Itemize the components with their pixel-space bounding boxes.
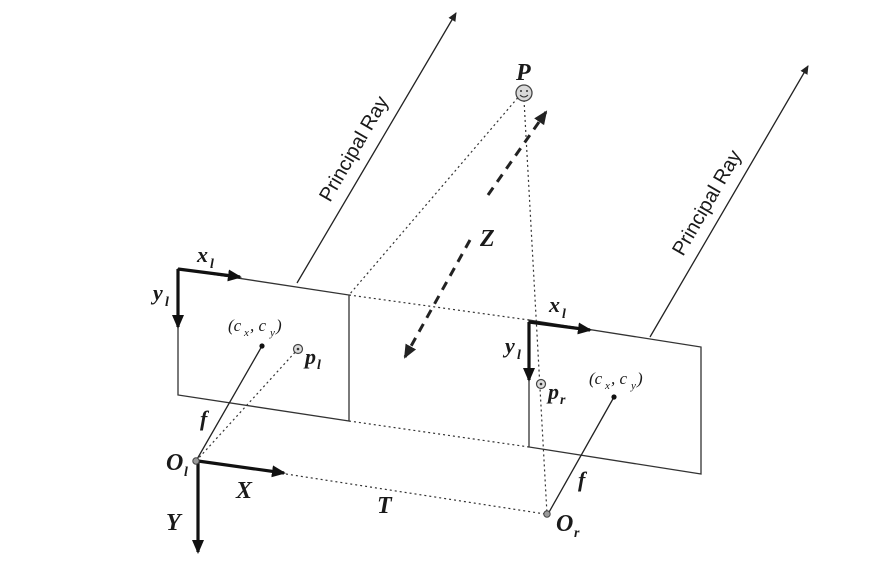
label-pl: p l	[303, 344, 321, 373]
svg-text:): )	[636, 369, 643, 388]
label-left-principal-point: (c x , c y )	[228, 316, 282, 339]
world-x-axis	[197, 459, 286, 478]
label-right-principal-point: (c x , c y )	[589, 369, 643, 392]
svg-text:p: p	[546, 379, 559, 404]
right-image-plane	[528, 319, 702, 475]
svg-text:r: r	[574, 526, 580, 541]
ray-P-left-corner	[348, 93, 522, 296]
baseline-line	[285, 473, 546, 515]
svg-text:p: p	[303, 344, 316, 369]
svg-text:l: l	[165, 295, 169, 310]
svg-text:l: l	[517, 348, 521, 363]
svg-text:x: x	[604, 380, 610, 392]
point-pl-icon	[292, 343, 304, 355]
svg-text:l: l	[184, 465, 188, 480]
svg-text:, c: , c	[250, 316, 267, 335]
label-T: T	[377, 493, 393, 519]
svg-text:y: y	[269, 327, 275, 339]
label-left-origin: O l	[166, 450, 188, 480]
right-principal-point	[611, 394, 617, 400]
label-right-yl: y l	[502, 333, 521, 363]
svg-text:): )	[275, 316, 282, 335]
label-right-origin: O r	[556, 511, 580, 541]
label-principal-ray-left: Principal Ray	[315, 92, 393, 205]
label-left-focal: f	[200, 406, 210, 431]
plane-top-link	[348, 294, 530, 321]
svg-text:y: y	[502, 333, 515, 358]
svg-text:x: x	[243, 327, 249, 339]
svg-text:O: O	[556, 511, 573, 537]
svg-text:l: l	[317, 358, 321, 373]
principal-ray-right-line	[649, 65, 809, 338]
label-P: P	[515, 60, 531, 86]
svg-text:, c: , c	[611, 369, 628, 388]
right-focal-line	[547, 396, 615, 515]
svg-text:r: r	[560, 393, 566, 408]
ray-left-origin-to-pl	[195, 348, 299, 462]
point-P-icon	[515, 84, 533, 102]
label-left-xl: x l	[196, 242, 214, 272]
label-world-Y: Y	[166, 510, 183, 536]
left-focal-line	[195, 345, 263, 462]
label-Z: Z	[479, 226, 495, 252]
svg-text:(c: (c	[589, 369, 603, 388]
svg-text:y: y	[150, 280, 163, 305]
svg-text:(c: (c	[228, 316, 242, 335]
svg-text:x: x	[548, 292, 560, 317]
svg-text:l: l	[562, 307, 566, 322]
plane-bottom-link	[348, 420, 530, 448]
svg-text:y: y	[630, 380, 636, 392]
left-plane-x-axis	[177, 267, 242, 282]
right-plane-x-axis	[528, 320, 592, 335]
right-origin-point	[543, 510, 551, 518]
point-pr-icon	[535, 378, 547, 390]
svg-text:x: x	[196, 242, 208, 267]
label-right-xl: x l	[548, 292, 566, 322]
label-principal-ray-right: Principal Ray	[668, 146, 746, 259]
svg-text:O: O	[166, 450, 183, 476]
principal-ray-left-line	[296, 12, 457, 284]
left-origin-point	[192, 457, 200, 465]
left-principal-point	[259, 343, 265, 349]
label-left-yl: y l	[150, 280, 169, 310]
label-right-focal: f	[578, 467, 588, 492]
depth-arrow-lower	[403, 239, 472, 359]
label-world-X: X	[235, 478, 253, 504]
ray-P-to-right-origin	[523, 99, 548, 515]
svg-text:l: l	[210, 257, 214, 272]
label-pr: p r	[546, 379, 566, 408]
depth-arrow	[486, 110, 548, 196]
